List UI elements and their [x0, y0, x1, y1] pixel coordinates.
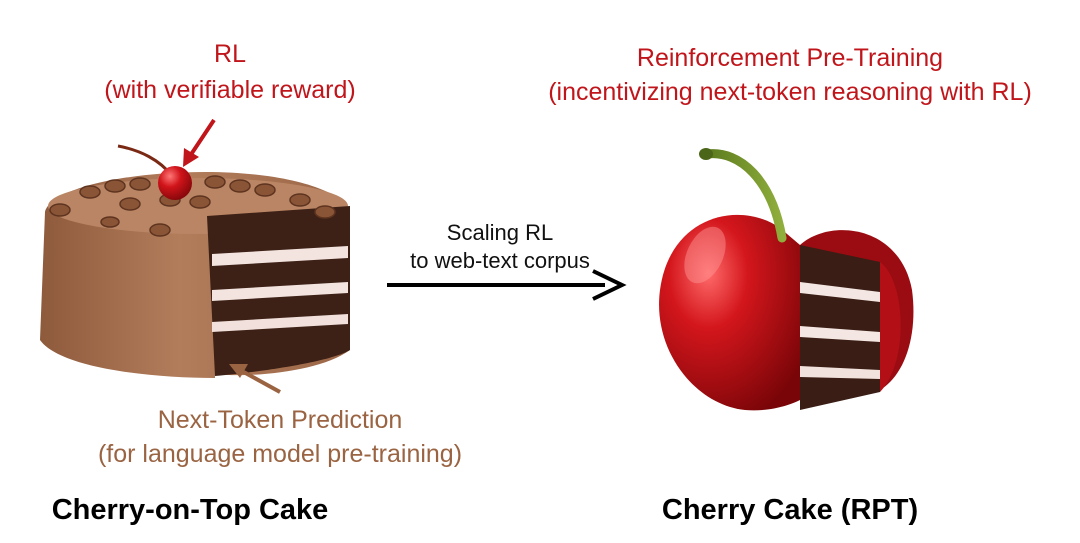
cream-layer [212, 246, 348, 266]
scaling-arrow [387, 269, 627, 301]
small-cherry [158, 166, 192, 200]
scaling-line-2: to web-text corpus [410, 248, 590, 273]
cream-layer [212, 282, 348, 301]
cream-layer [800, 326, 880, 342]
chocolate-cake [40, 144, 350, 378]
ntp-title: Next-Token Prediction [157, 406, 403, 434]
cream-layer [800, 282, 880, 302]
rpt-title: Reinforcement Pre-Training [636, 44, 944, 72]
cream-layer [212, 314, 348, 332]
ntp-subtitle: (for language model pre-training) [97, 440, 463, 468]
rl-title: RL [214, 40, 246, 68]
scaling-line-1: Scaling RL [446, 220, 554, 245]
right-caption: Cherry Cake (RPT) [661, 494, 919, 526]
left-caption: Cherry-on-Top Cake [51, 494, 329, 526]
rpt-subtitle: (incentivizing next-token reasoning with… [548, 78, 1032, 106]
cherry-body [659, 214, 800, 411]
ntp-pointer-arrow [229, 364, 281, 394]
rl-subtitle: (with verifiable reward) [104, 76, 356, 104]
cherry-stem [702, 149, 787, 243]
rl-pointer-arrow [183, 118, 216, 167]
cream-layer [800, 366, 880, 379]
cherry-cake [659, 148, 914, 411]
